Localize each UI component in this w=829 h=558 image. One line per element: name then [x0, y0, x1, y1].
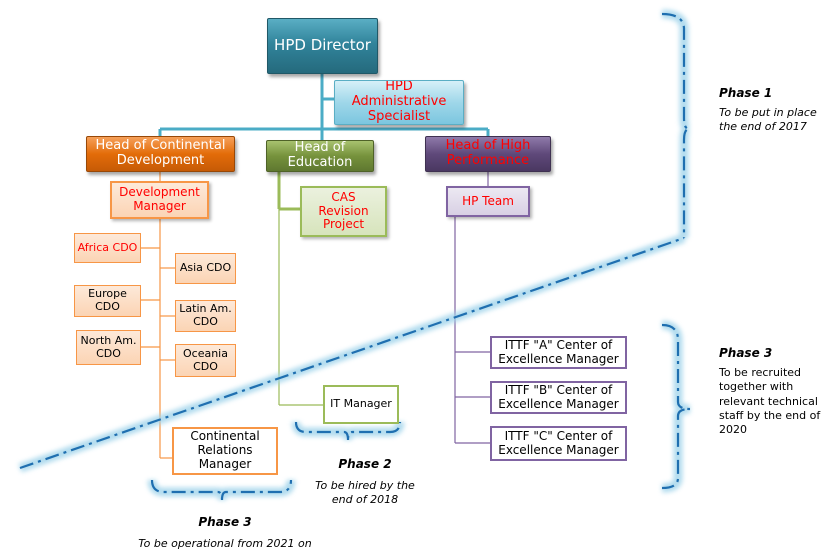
ittf-b-manager-box: ITTF "B" Center of Excellence Manager [490, 381, 627, 414]
phase2-note: To be hired by the end of 2018 [315, 479, 415, 507]
cas-revision-project-box: CAS Revision Project [300, 186, 387, 237]
phase3-bottom-title: Phase 3 [198, 515, 252, 529]
hpd-admin-specialist-box: HPD Administrative Specialist [334, 80, 464, 125]
it-manager-box: IT Manager [323, 385, 399, 424]
phase3-bottom-annotation: Phase 3 To be operational from 2021 on [100, 515, 350, 551]
development-manager-box: Development Manager [110, 181, 209, 219]
oceania-cdo-box: Oceania CDO [175, 344, 236, 377]
asia-cdo-box: Asia CDO [175, 253, 236, 284]
europe-cdo-box: Europe CDO [74, 285, 141, 317]
phase1-note: To be put in place the end of 2017 [719, 106, 817, 134]
latin-am-cdo-box: Latin Am. CDO [175, 300, 236, 332]
phase1-title: Phase 1 [719, 86, 773, 100]
africa-cdo-box: Africa CDO [74, 233, 141, 263]
head-high-performance-box: Head of High Performance [425, 136, 551, 172]
head-education-box: Head of Education [266, 140, 374, 172]
hp-team-box: HP Team [446, 186, 530, 217]
head-continental-box: Head of Continental Development [86, 136, 235, 172]
phase1-annotation: Phase 1 To be put in place the end of 20… [719, 86, 819, 135]
continental-relations-manager-box: Continental Relations Manager [172, 427, 278, 475]
phase2-annotation: Phase 2 To be hired by the end of 2018 [306, 457, 424, 508]
phase3-right-annotation: Phase 3 To be recruited together with re… [719, 346, 823, 437]
ittf-c-manager-box: ITTF "C" Center of Excellence Manager [490, 426, 627, 461]
hpd-director-box: HPD Director [267, 18, 378, 74]
phase2-title: Phase 2 [338, 457, 392, 471]
north-am-cdo-box: North Am. CDO [76, 330, 141, 365]
ittf-a-manager-box: ITTF "A" Center of Excellence Manager [490, 336, 627, 369]
phase3-bottom-note: To be operational from 2021 on [138, 537, 312, 550]
phase3-right-note: To be recruited together with relevant t… [719, 366, 821, 437]
phase3-right-title: Phase 3 [719, 346, 773, 360]
